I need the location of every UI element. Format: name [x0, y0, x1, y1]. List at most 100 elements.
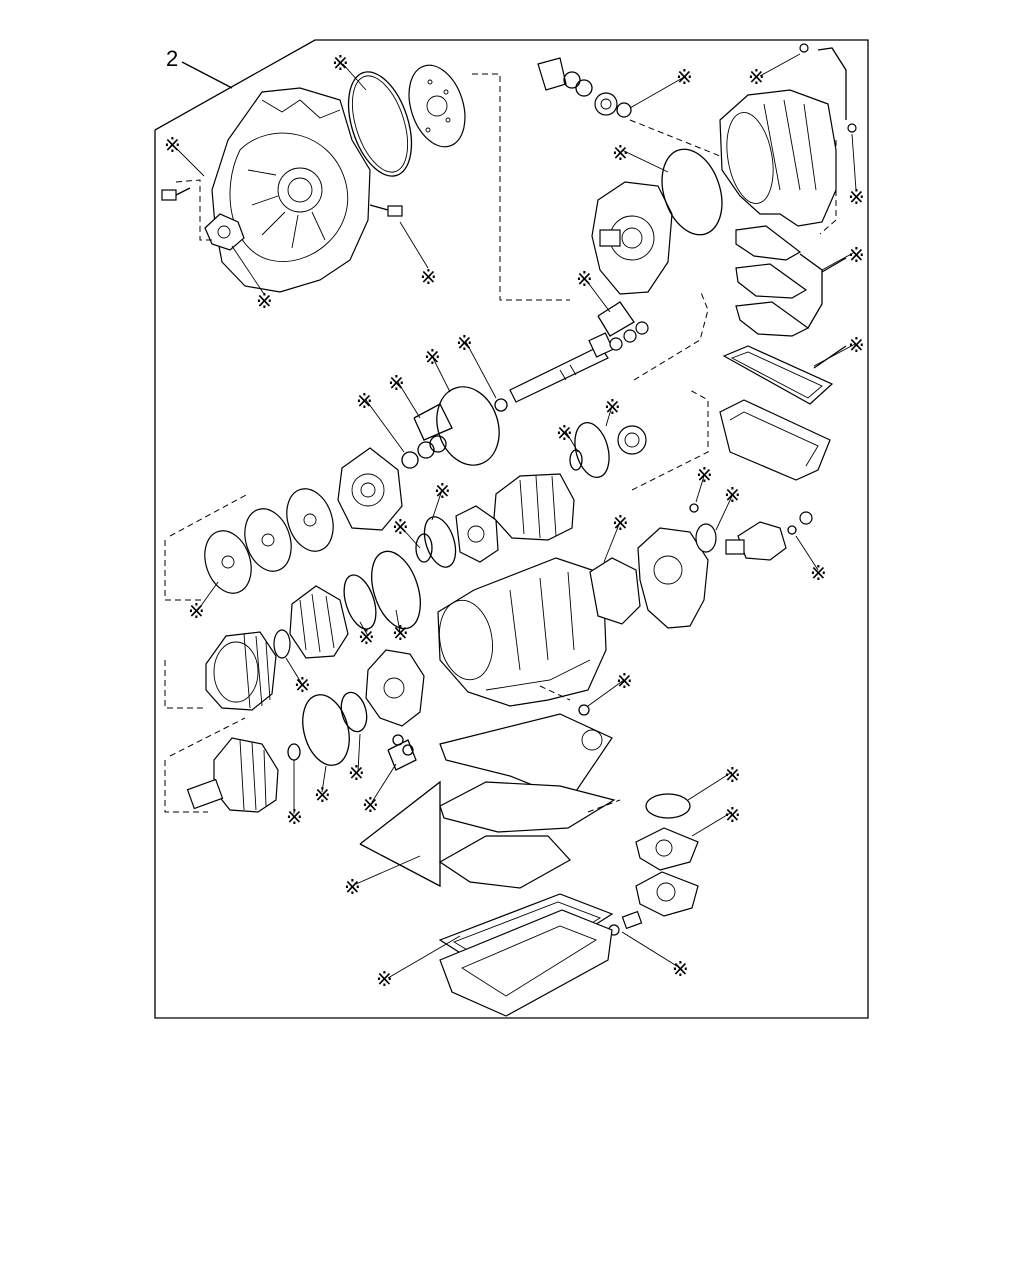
kit-marker: ※: [392, 621, 409, 645]
kit-marker: ※: [294, 673, 311, 697]
direct-clutch-ring: [371, 550, 421, 630]
kit-marker: ※: [604, 395, 621, 419]
kit-marker: ※: [676, 65, 693, 89]
pump-o-ring: [661, 148, 723, 236]
breather-tube: [799, 43, 857, 133]
front-bearing: [617, 425, 647, 455]
rear-small-ring: [287, 743, 301, 761]
kit-marker: ※: [388, 371, 405, 395]
kit-marker: ※: [612, 141, 629, 165]
output-flange: [725, 521, 787, 561]
side-pan-gasket: [722, 345, 834, 405]
kit-marker: ※: [188, 599, 205, 623]
input-shaft: [509, 332, 614, 403]
assembly-callout-number: 2: [166, 46, 178, 71]
separator-plate-top: [408, 64, 466, 148]
clutch-plate-2: [244, 508, 292, 572]
top-ring-1: [563, 71, 581, 89]
housing-bolt-right: [369, 204, 403, 217]
kit-marker: ※: [420, 265, 437, 289]
top-sleeve: [537, 57, 567, 91]
kit-marker: ※: [576, 267, 593, 291]
clutch-snap-ring: [401, 451, 419, 469]
drain-plug: [608, 910, 643, 936]
speedo-ring: [689, 503, 699, 513]
bottom-oil-pan: [439, 909, 613, 1017]
kit-marker: ※: [286, 805, 303, 829]
center-ring-large: [423, 516, 457, 568]
kit-marker: ※: [616, 669, 633, 693]
sun-gear-hub: [365, 649, 425, 727]
top-ring-2: [575, 79, 593, 97]
center-support: [455, 505, 499, 563]
top-snap-ring: [616, 102, 632, 118]
kit-markers: ※ ※ ※ ※ ※ ※ ※ ※ ※ ※ ※ ※ ※ ※ ※ ※ ※ ※ ※ ※ …: [164, 51, 865, 991]
kit-marker: ※: [724, 483, 741, 507]
clutch-plate-1: [286, 488, 334, 552]
direct-clutch-ring-2: [343, 574, 377, 630]
kit-marker: ※: [314, 783, 331, 807]
oil-pump-assembly: [591, 181, 673, 295]
kit-marker: ※: [748, 65, 765, 89]
kit-marker: ※: [392, 515, 409, 539]
valve-body-plate-2: [735, 263, 808, 299]
kit-marker: ※: [356, 389, 373, 413]
rear-snap-ring: [340, 691, 368, 733]
kit-marker: ※: [362, 793, 379, 817]
support-ring-small: [569, 449, 583, 471]
governor-cover: [635, 871, 699, 917]
kit-marker: ※: [434, 479, 451, 503]
valve-body-gasket-3: [438, 835, 571, 889]
kit-marker: ※: [424, 345, 441, 369]
planetary-carrier: [205, 631, 277, 711]
housing-side-plate: [204, 213, 245, 251]
extension-housing: [719, 89, 837, 227]
clutch-plate-3: [204, 530, 252, 594]
kit-marker: ※: [332, 51, 349, 75]
clutch-drum: [337, 447, 403, 531]
valve-body-plate-3: [735, 301, 810, 337]
diagram-frame: [154, 39, 869, 1019]
shaft-seal-pair: [609, 321, 649, 351]
housing-bolt-left: [161, 187, 191, 201]
output-shaft: [186, 737, 279, 813]
kit-marker: ※: [612, 511, 629, 535]
kit-marker: ※: [348, 761, 365, 785]
side-oil-pan: [719, 399, 831, 481]
drum-assembly: [289, 585, 349, 659]
kit-marker: ※: [256, 289, 273, 313]
shaft-seal-ring: [494, 398, 508, 412]
kit-marker: ※: [358, 625, 375, 649]
kit-marker: ※: [848, 185, 865, 209]
valve-body-plate-1: [735, 225, 802, 261]
valve-body-gasket-2: [439, 781, 616, 833]
rear-extension-case: [637, 527, 709, 629]
clutch-piston-o-ring: [436, 386, 500, 466]
housing-o-ring: [347, 71, 413, 177]
governor-o-ring: [645, 793, 691, 819]
rear-bearing-cup: [695, 523, 717, 553]
kit-marker: ※: [556, 421, 573, 445]
case-drain-ring: [578, 704, 590, 716]
kit-marker: ※: [344, 875, 361, 899]
kit-marker: ※: [724, 763, 741, 787]
flange-nut: [799, 511, 813, 525]
top-bearing: [594, 92, 618, 116]
transmission-case: [437, 557, 607, 707]
kit-marker: ※: [724, 803, 741, 827]
needle-bearing: [273, 629, 291, 659]
kit-marker: ※: [456, 331, 473, 355]
kit-marker: ※: [810, 561, 827, 585]
kit-marker: ※: [672, 957, 689, 981]
kit-marker: ※: [164, 133, 181, 157]
support-o-ring: [574, 421, 610, 479]
kit-marker: ※: [376, 967, 393, 991]
governor-gasket: [635, 827, 699, 871]
clutch-seal-pair: [417, 435, 447, 459]
kit-marker: ※: [848, 333, 865, 357]
rear-gasket: [589, 557, 641, 625]
rear-small-seal: [787, 525, 797, 535]
kit-marker: ※: [848, 243, 865, 267]
converter-housing: [211, 87, 371, 293]
